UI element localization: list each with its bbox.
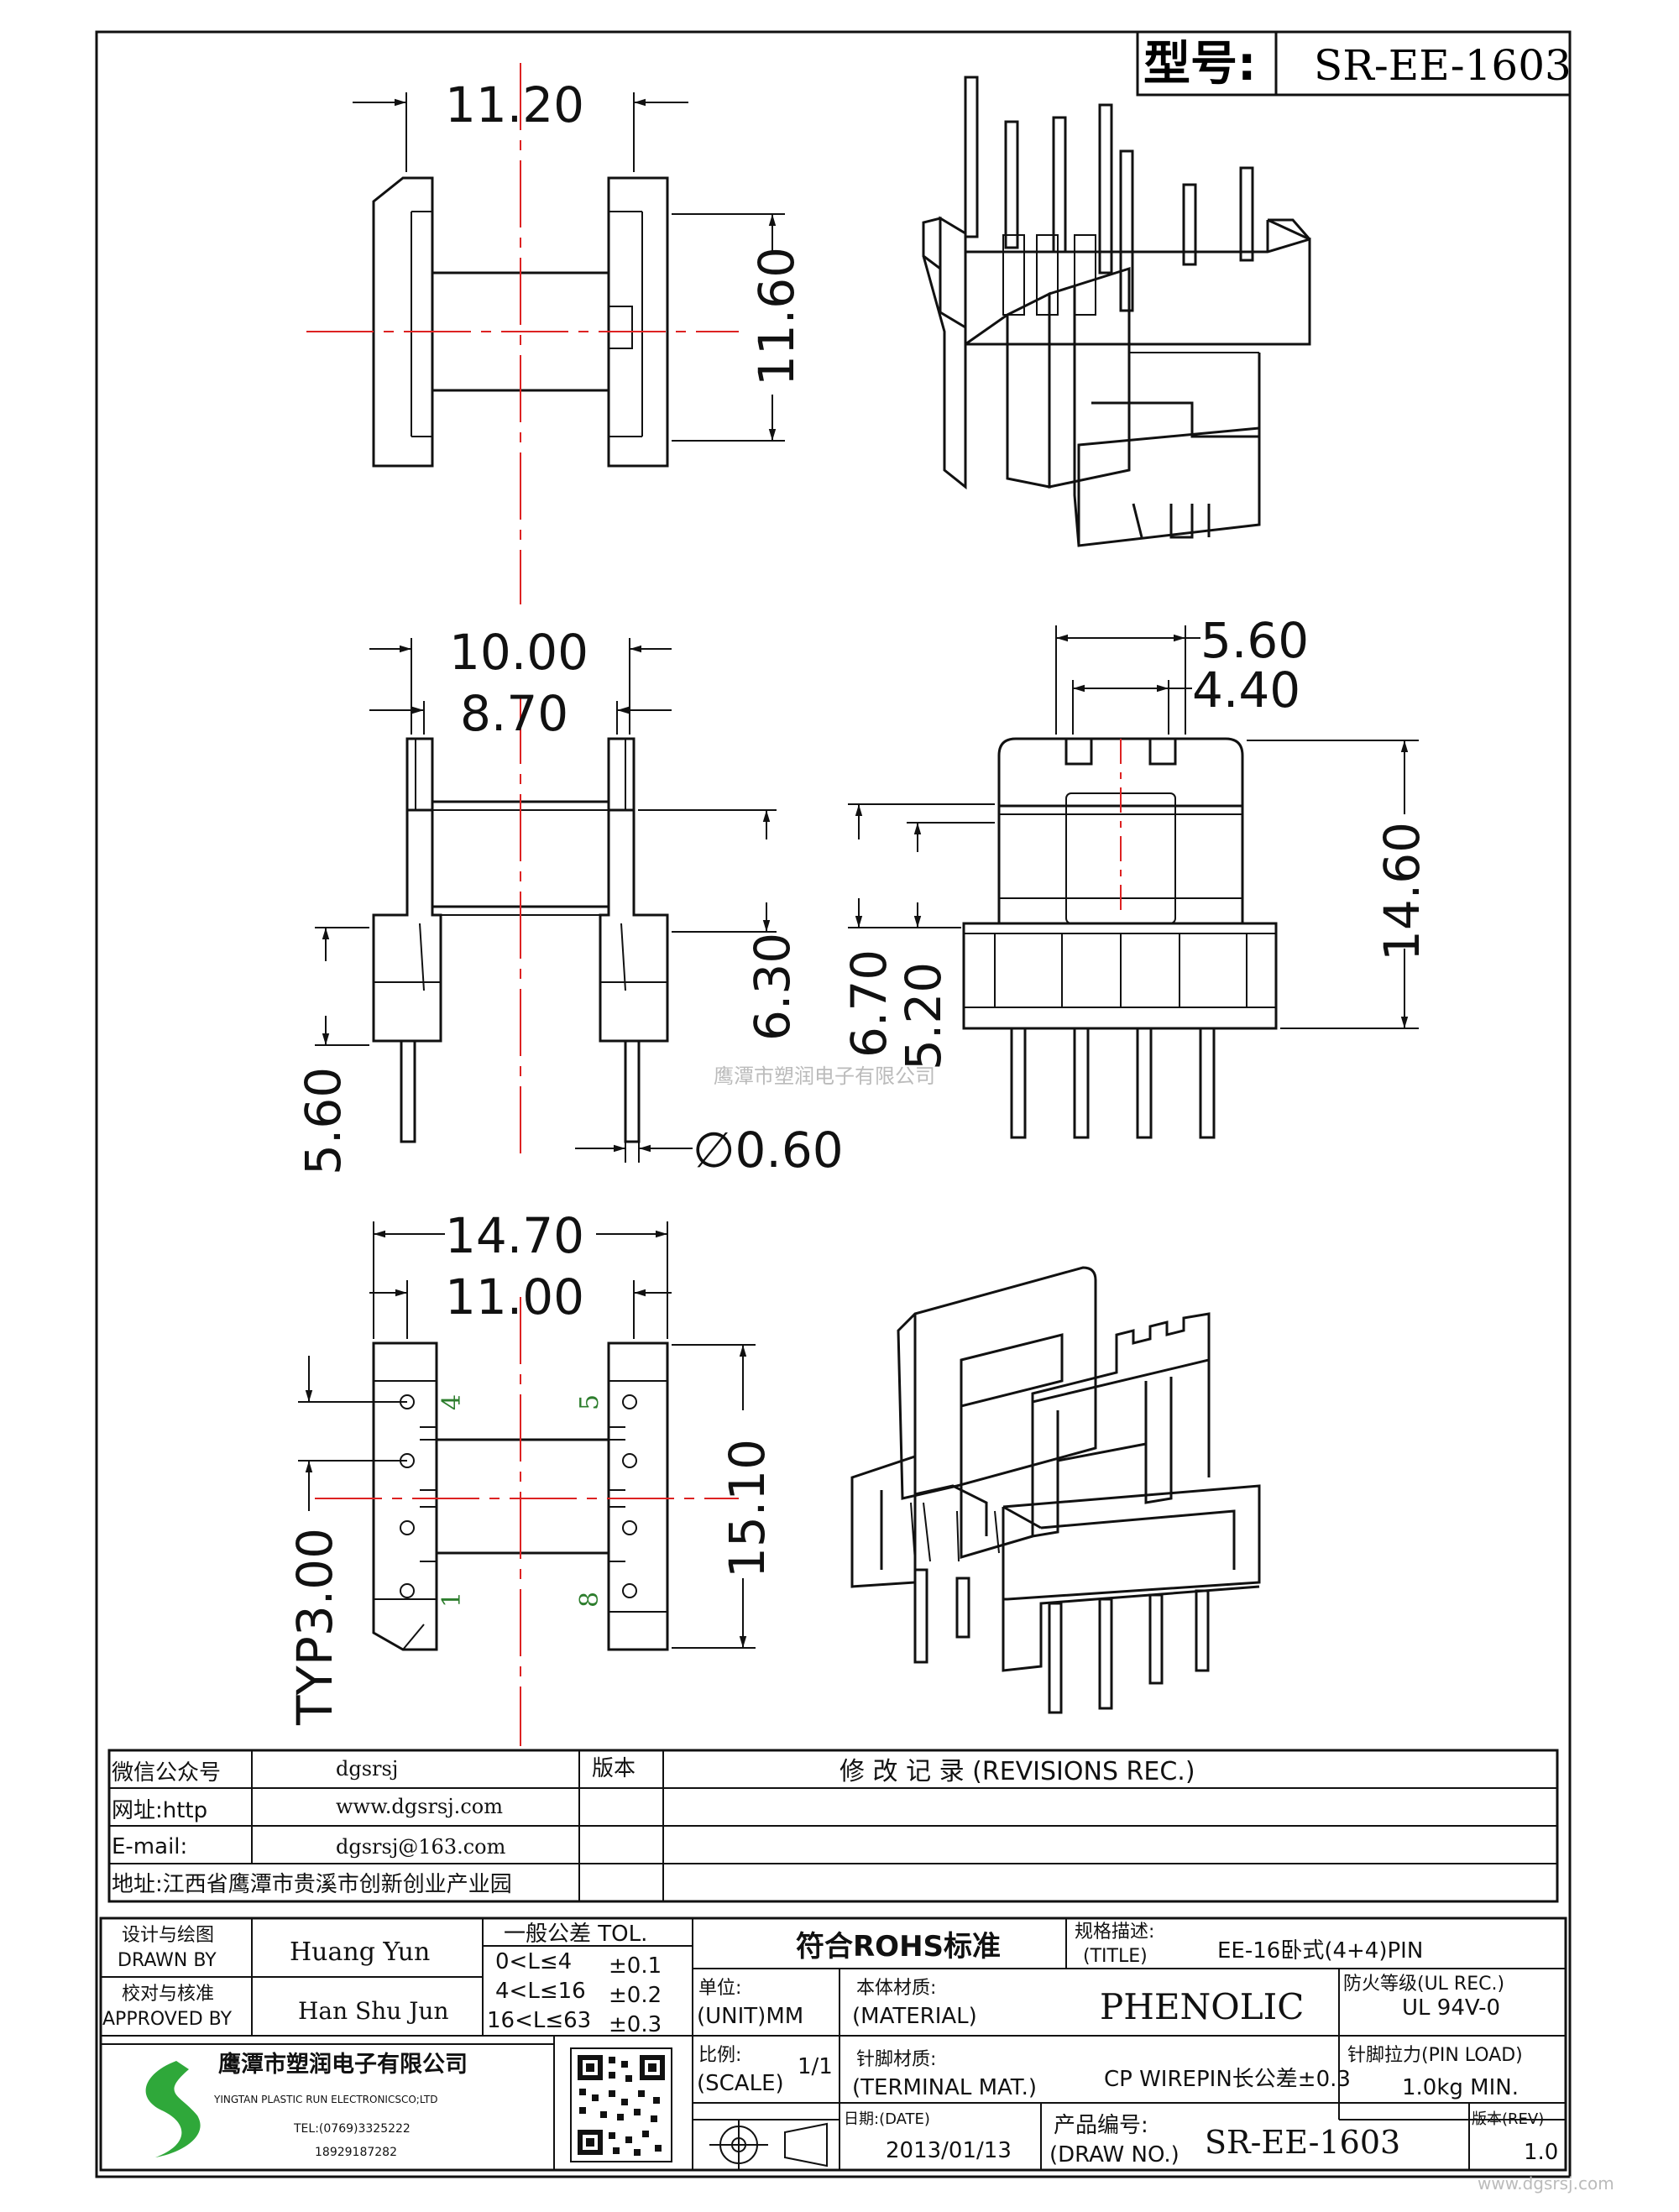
model-header: 型号: SR-EE-1603: [1136, 30, 1572, 97]
company-logo-icon: [145, 2061, 201, 2157]
dim-front-pin: 5.60: [295, 1067, 352, 1175]
address: 地址:江西省鹰潭市贵溪市创新创业产业园: [112, 1872, 512, 1897]
model-label: 型号:: [1143, 37, 1256, 92]
company-tel: TEL:(0769)3325222: [293, 2122, 411, 2136]
top-view: 11.20 11.60: [306, 63, 805, 604]
email-label: E-mail:: [112, 1834, 187, 1859]
pin-label-8: 8: [575, 1592, 604, 1608]
dim-front-outer: 10.00: [449, 624, 588, 681]
dim-side-w1: 5.60: [1200, 612, 1309, 669]
drawn-en: DRAWN BY: [118, 1950, 217, 1971]
pin-label-5: 5: [575, 1394, 604, 1410]
side-view: 5.60 4.40 14.60 6.70 5.20: [840, 612, 1431, 1139]
site-watermark: www.dgsrsj.com: [1478, 2173, 1614, 2194]
terminal-en: (TERMINAL MAT.): [852, 2075, 1037, 2100]
company-mobile: 18929187282: [315, 2146, 397, 2159]
rev-value: 1.0: [1524, 2140, 1558, 2165]
watermark: 鹰潭市塑润电子有限公司: [714, 1064, 935, 1088]
tol-range-2: 4<L≤16: [495, 1979, 586, 2004]
tol-value-2: ±0.2: [609, 1983, 662, 2008]
contact-table: 微信公众号 dgsrsj 网址:http www.dgsrsj.com E-ma…: [107, 1749, 1559, 1903]
unit-cn: 单位:: [698, 1978, 741, 1999]
pin-label-4: 4: [437, 1394, 467, 1410]
revisions-label: 修 改 记 录 (REVISIONS REC.): [840, 1757, 1195, 1786]
approved-en: APPROVED BY: [102, 2009, 233, 2030]
web-value: www.dgsrsj.com: [336, 1795, 503, 1818]
web-label: 网址:http: [112, 1798, 207, 1823]
drawno-value: SR-EE-1603: [1205, 2124, 1400, 2161]
terminal-value: CP WIRE: [1104, 2067, 1196, 2092]
drawn-cn: 设计与绘图: [122, 1925, 214, 1946]
tol-range-3: 16<L≤63: [487, 2008, 591, 2033]
dim-bottom-outer: 14.70: [445, 1207, 584, 1264]
terminal-cn: 针脚材质:: [856, 2049, 936, 2070]
tol-value-1: ±0.1: [609, 1953, 662, 1979]
isometric-view-bottom: [850, 1266, 1261, 1714]
dim-pin-dia: ∅0.60: [693, 1122, 844, 1179]
dim-side-w2: 4.40: [1192, 662, 1300, 719]
scale-cn: 比例:: [698, 2045, 741, 2066]
dim-top-width: 11.20: [445, 76, 584, 133]
title-en: (TITLE): [1083, 1946, 1148, 1967]
dim-side-h: 14.60: [1373, 822, 1431, 961]
material-en: (MATERIAL): [852, 2004, 977, 2029]
company-block: 鹰潭市塑润电子有限公司 YINGTAN PLASTIC RUN ELECTRON…: [145, 2047, 672, 2162]
pin-label-1: 1: [437, 1592, 467, 1608]
unit-en: (UNIT)MM: [697, 2004, 803, 2029]
rev-cn: 版本(REV): [1472, 2110, 1544, 2128]
sheet-border: [95, 30, 1572, 2178]
tol-header: 一般公差 TOL.: [504, 1922, 647, 1947]
pin-load-value: 1.0kg MIN.: [1402, 2075, 1519, 2100]
wechat-label: 微信公众号: [112, 1760, 221, 1786]
material-value: PHENOLIC: [1100, 1986, 1304, 2027]
model-value: SR-EE-1603: [1314, 41, 1572, 90]
date-cn: 日期:(DATE): [844, 2110, 930, 2128]
fire-value: UL 94V-0: [1402, 1995, 1500, 2021]
projection-symbol-icon: [709, 2120, 828, 2170]
dim-bottom-h: 15.10: [719, 1439, 776, 1578]
tol-range-1: 0<L≤4: [495, 1949, 572, 1974]
fire-cn: 防火等级(UL REC.): [1343, 1974, 1504, 1995]
title-block: 设计与绘图 DRAWN BY Huang Yun 校对与核准 APPROVED …: [99, 1917, 1567, 2172]
bottom-view: 4 5 1 8 14.70 11.00 15.10 TYP3.00: [286, 1207, 776, 1746]
dim-front-h1: 6.30: [744, 933, 801, 1041]
version-label: 版本: [592, 1756, 636, 1781]
wechat-value: dgsrsj: [336, 1757, 398, 1781]
dim-pin-pitch: TYP3.00: [286, 1528, 343, 1726]
company-cn: 鹰潭市塑润电子有限公司: [218, 2051, 468, 2078]
drawno-en: (DRAW NO.): [1049, 2142, 1179, 2168]
title-cn: 规格描述:: [1075, 1922, 1154, 1943]
dim-front-inner: 8.70: [460, 685, 568, 742]
company-en: YINGTAN PLASTIC RUN ELECTRONICSCO;LTD: [213, 2094, 437, 2105]
rohs-label: 符合ROHS标准: [796, 1930, 1001, 1964]
pin-tolerance: PIN长公差±0.3: [1196, 2067, 1351, 2092]
isometric-view-top: [922, 76, 1311, 547]
scale-en: (SCALE): [697, 2071, 784, 2096]
title-value: EE-16卧式(4+4)PIN: [1217, 1938, 1423, 1964]
drawn-name: Huang Yun: [290, 1937, 430, 1967]
dim-side-h1: 6.70: [840, 949, 897, 1058]
dim-top-height: 11.60: [748, 247, 805, 386]
qr-code-icon: [570, 2047, 672, 2162]
dim-side-h2: 5.20: [895, 962, 952, 1070]
date-value: 2013/01/13: [886, 2138, 1012, 2163]
tol-value-3: ±0.3: [609, 2012, 662, 2037]
email-value: dgsrsj@163.com: [336, 1835, 506, 1859]
scale-value: 1/1: [798, 2054, 833, 2079]
drawno-cn: 产品编号:: [1054, 2113, 1148, 2138]
material-cn: 本体材质:: [856, 1978, 936, 1999]
front-view: 10.00 8.70 6.30 5.60 ∅0.60: [295, 624, 844, 1179]
dim-bottom-inner: 11.00: [445, 1268, 584, 1326]
pin-load-cn: 针脚拉力(PIN LOAD): [1347, 2045, 1523, 2066]
approved-cn: 校对与核准: [122, 1984, 214, 2005]
approved-name: Han Shu Jun: [298, 1997, 448, 2025]
